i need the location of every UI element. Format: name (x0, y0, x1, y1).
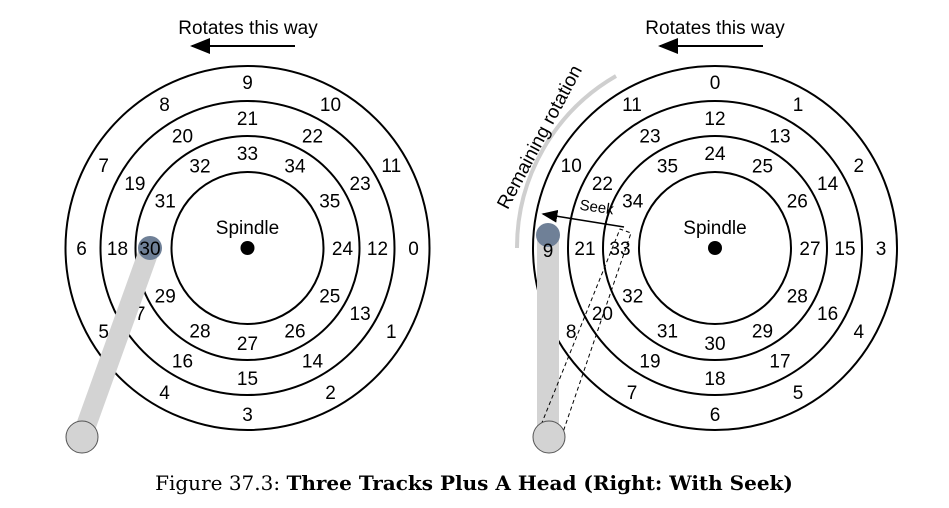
sector-label: 35 (319, 192, 340, 213)
sector-label: 26 (787, 192, 808, 213)
rotation-direction-label: Rotates this way (178, 18, 318, 39)
outer-track (532, 65, 898, 431)
sector-label: 1 (793, 95, 804, 116)
sector-label: 12 (367, 239, 388, 260)
sector-label: 4 (159, 383, 170, 404)
remaining-rotation-label: Remaining rotation (493, 62, 586, 213)
sector-label: 6 (76, 239, 87, 260)
disk-head (536, 223, 560, 247)
sector-label: 18 (107, 239, 128, 260)
sector-label: 23 (350, 174, 371, 195)
remaining-rotation-arc (514, 74, 618, 249)
left-disk: Rotates this way Spindle 012345678910111… (64, 18, 431, 454)
rotation-direction-label: Rotates this way (645, 18, 785, 39)
sector-label: 11 (381, 156, 401, 177)
sector-label: 19 (639, 352, 660, 373)
sector-label: 25 (319, 287, 340, 308)
sector-label: 4 (854, 322, 865, 343)
sector-label: 32 (189, 157, 210, 178)
sector-label: 28 (189, 321, 210, 342)
sector-label: 29 (155, 287, 176, 308)
spindle-label: Spindle (216, 218, 279, 239)
sector-label: 31 (657, 321, 678, 342)
figure-caption: Figure 37.3: Three Tracks Plus A Head (R… (155, 471, 793, 495)
sector-label: 9 (242, 73, 253, 94)
sector-label: 3 (876, 239, 887, 260)
sector-label: 34 (284, 157, 306, 178)
caption-prefix: Figure 37.3: (155, 471, 286, 495)
spindle-label: Spindle (683, 218, 746, 239)
sector-label: 21 (237, 109, 258, 130)
sector-label-under-head: 9 (543, 241, 554, 262)
sector-label: 25 (752, 157, 773, 178)
sector-label: 7 (627, 383, 638, 404)
sector-label: 27 (237, 334, 258, 355)
sector-label: 10 (561, 156, 582, 177)
sector-label: 34 (622, 192, 644, 213)
sector-label: 23 (639, 126, 660, 147)
sector-label: 33 (609, 239, 630, 260)
spindle-circle (638, 171, 792, 325)
sector-label: 21 (574, 239, 595, 260)
sector-label: 14 (302, 352, 324, 373)
sector-label: 10 (320, 95, 341, 116)
sector-label: 8 (566, 322, 577, 343)
arm-pivot (65, 420, 99, 454)
sector-label: 12 (704, 109, 725, 130)
sector-label: 35 (657, 157, 678, 178)
sector-label: 0 (710, 73, 721, 94)
sector-label: 26 (284, 321, 305, 342)
sector-label: 24 (704, 144, 726, 165)
arm-pivot (532, 420, 566, 454)
spindle-circle (170, 171, 325, 325)
sector-label: 24 (332, 239, 354, 260)
spindle-dot (240, 241, 255, 255)
middle-track (567, 100, 863, 396)
middle-track (99, 100, 396, 396)
sector-label: 32 (622, 287, 643, 308)
sector-label: 1 (386, 322, 397, 343)
sector-label: 22 (592, 174, 613, 195)
sector-label: 8 (159, 95, 170, 116)
sector-label: 15 (237, 369, 258, 390)
sector-label: 20 (592, 304, 613, 325)
sector-label-under-head: 30 (139, 239, 160, 260)
sector-label: 2 (854, 156, 865, 177)
sector-label: 20 (172, 126, 193, 147)
sector-label: 13 (769, 126, 790, 147)
sector-label: 31 (155, 192, 176, 213)
sector-label: 29 (752, 321, 773, 342)
sector-label: 0 (408, 239, 419, 260)
right-disk: Rotates this way Remaining rotation Spin… (493, 18, 898, 454)
inner-track (602, 135, 828, 361)
sector-label: 6 (710, 405, 721, 426)
disk-head (138, 236, 162, 260)
disk-arm (72, 244, 160, 441)
sector-label: 5 (98, 322, 109, 343)
sector-label: 27 (799, 239, 820, 260)
seek-arrow-icon (541, 209, 625, 228)
spindle-dot (708, 241, 722, 255)
sector-label: 13 (350, 304, 371, 325)
sector-label: 17 (769, 352, 790, 373)
inner-track (134, 135, 361, 361)
sector-label: 30 (704, 334, 725, 355)
sector-label: 28 (787, 287, 808, 308)
sector-label: 22 (302, 126, 323, 147)
sector-label: 5 (793, 383, 804, 404)
sector-label: 19 (124, 174, 145, 195)
seek-label: Seek (579, 197, 616, 219)
sector-label: 16 (817, 304, 838, 325)
sector-label: 3 (242, 405, 253, 426)
sector-label: 11 (622, 95, 642, 116)
sector-label: 16 (172, 352, 193, 373)
sector-label: 18 (704, 369, 725, 390)
sector-label: 33 (237, 144, 258, 165)
sector-label: 2 (325, 383, 336, 404)
sector-label: 15 (834, 239, 855, 260)
outer-track (64, 65, 431, 431)
sector-label: 7 (98, 156, 109, 177)
caption-title: Three Tracks Plus A Head (Right: With Se… (286, 471, 792, 495)
sector-label: 14 (817, 174, 839, 195)
